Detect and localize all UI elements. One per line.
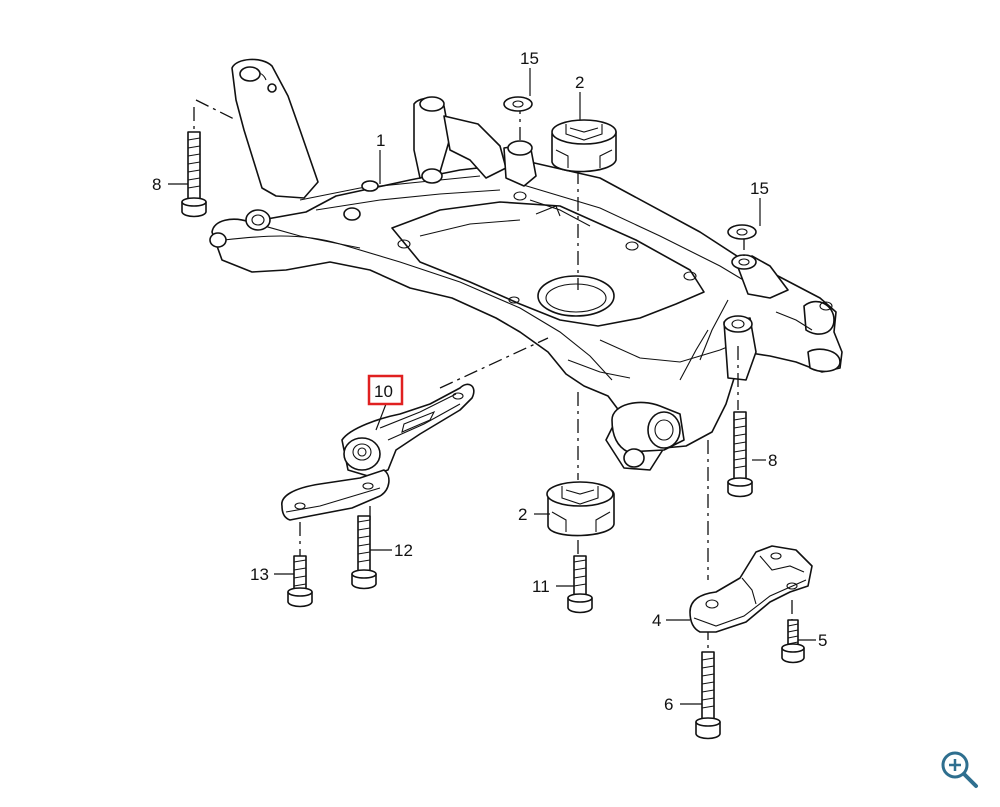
bolt-8-right — [727, 411, 753, 498]
bushing-bottom — [546, 481, 615, 537]
callout-10: 10 — [374, 382, 393, 401]
callout-5: 5 — [818, 631, 827, 650]
washer-right — [727, 224, 757, 240]
support-bracket — [281, 469, 390, 521]
callout-leaders — [168, 68, 816, 705]
callout-labels: 1 2 15 15 8 8 2 11 12 13 4 5 6 — [152, 49, 827, 714]
bolt-5 — [781, 619, 805, 664]
callout-8-right: 8 — [768, 451, 777, 470]
callout-12: 12 — [394, 541, 413, 560]
zoom-in-icon[interactable] — [938, 748, 980, 790]
highlight-box — [367, 374, 404, 406]
callout-11: 11 — [532, 577, 550, 596]
bolt-11 — [567, 555, 593, 614]
bolt-8-left — [181, 131, 207, 218]
highlighted-callout-10[interactable]: 10 — [367, 374, 404, 406]
bolt-13 — [287, 555, 313, 608]
bushing-top — [551, 119, 617, 173]
mount-bracket — [689, 545, 813, 633]
callout-8-left: 8 — [152, 175, 161, 194]
callout-2-top: 2 — [575, 73, 584, 92]
bolt-12 — [351, 515, 377, 590]
callout-6: 6 — [664, 695, 673, 714]
callout-13: 13 — [250, 565, 269, 584]
washer-top — [503, 96, 533, 112]
callout-2-bottom: 2 — [518, 505, 527, 524]
callout-15-top: 15 — [520, 49, 539, 68]
callout-4: 4 — [652, 611, 661, 630]
support-arm — [341, 383, 475, 477]
callout-15-right: 15 — [750, 179, 769, 198]
callout-1: 1 — [376, 131, 385, 150]
subframe — [209, 58, 843, 471]
bolt-6 — [695, 651, 721, 740]
